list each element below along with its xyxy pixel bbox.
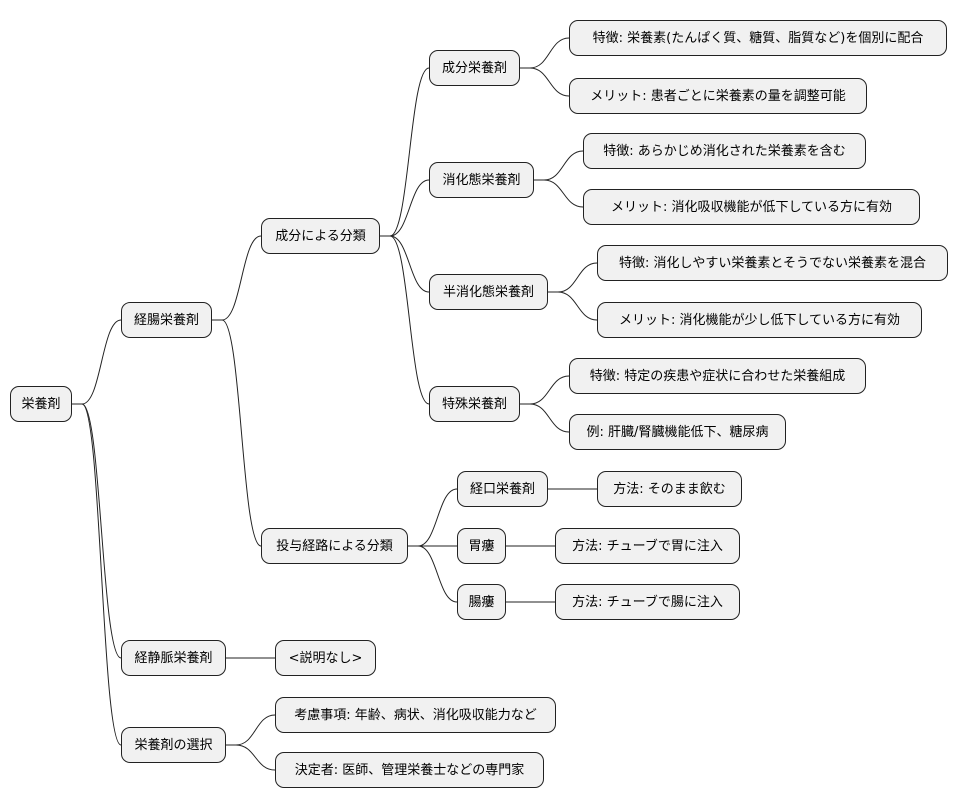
- node-semi-digested-nutrient: 半消化態栄養剤: [429, 274, 548, 310]
- node-oral-method: 方法: そのまま飲む: [597, 471, 742, 507]
- connector-semi-to-semi-m: [548, 291, 598, 321]
- node-enteral: 経腸栄養剤: [121, 302, 212, 338]
- connector-semi-to-semi-f: [548, 262, 598, 293]
- connector-comp-to-comp-m: [520, 67, 570, 97]
- node-special-example: 例: 肝臓/腎臓機能低下、糖尿病: [569, 414, 786, 450]
- node-intestinal-method: 方法: チューブで腸に注入: [555, 584, 740, 620]
- node-component-merit: メリット: 患者ごとに栄養素の量を調整可能: [569, 78, 867, 114]
- connector-root-to-parenteral: [72, 403, 122, 659]
- node-selection: 栄養剤の選択: [121, 727, 226, 763]
- node-digested-nutrient: 消化態栄養剤: [429, 162, 534, 198]
- node-parenteral: 経静脈栄養剤: [121, 640, 226, 676]
- connector-root-to-selection: [72, 403, 122, 746]
- connector-spec-to-spec-e: [520, 403, 570, 433]
- node-special-nutrient: 特殊栄養剤: [429, 386, 520, 422]
- connector-selection-to-consid: [226, 714, 276, 746]
- node-intestinal: 腸瘻: [457, 584, 506, 620]
- node-considerations: 考慮事項: 年齢、病状、消化吸収能力など: [275, 697, 556, 733]
- node-by-route: 投与経路による分類: [261, 528, 408, 564]
- connector-enteral-to-byroute: [212, 319, 262, 547]
- connector-root-to-enteral: [72, 319, 122, 405]
- node-decider: 決定者: 医師、管理栄養士などの専門家: [275, 752, 544, 788]
- connector-byroute-to-intest: [408, 545, 458, 603]
- node-semi-merit: メリット: 消化機能が少し低下している方に有効: [597, 302, 922, 338]
- node-gastric: 胃瘻: [457, 528, 506, 564]
- node-parenteral-note: <説明なし>: [275, 640, 376, 676]
- connector-enteral-to-bycomp: [212, 235, 262, 321]
- node-special-feature: 特徴: 特定の疾患や症状に合わせた栄養組成: [569, 358, 866, 394]
- node-component-feature: 特徴: 栄養素(たんぱく質、糖質、脂質など)を個別に配合: [569, 20, 947, 56]
- connector-bycomp-to-spec: [380, 235, 430, 405]
- node-oral: 経口栄養剤: [457, 471, 548, 507]
- node-digested-feature: 特徴: あらかじめ消化された栄養素を含む: [583, 133, 866, 169]
- node-component-nutrient: 成分栄養剤: [429, 50, 520, 86]
- connector-comp-to-comp-f: [520, 37, 570, 69]
- node-root: 栄養剤: [10, 386, 72, 422]
- node-by-component: 成分による分類: [261, 218, 380, 254]
- node-digested-merit: メリット: 消化吸収機能が低下している方に有効: [583, 189, 920, 225]
- connector-dig-to-dig-m: [534, 179, 584, 208]
- node-semi-feature: 特徴: 消化しやすい栄養素とそうでない栄養素を混合: [597, 245, 948, 281]
- node-gastric-method: 方法: チューブで胃に注入: [555, 528, 740, 564]
- connector-dig-to-dig-f: [534, 150, 584, 181]
- connector-selection-to-decider: [226, 744, 276, 771]
- connector-byroute-to-oral: [408, 488, 458, 547]
- connector-bycomp-to-comp: [380, 67, 430, 237]
- connector-spec-to-spec-f: [520, 375, 570, 405]
